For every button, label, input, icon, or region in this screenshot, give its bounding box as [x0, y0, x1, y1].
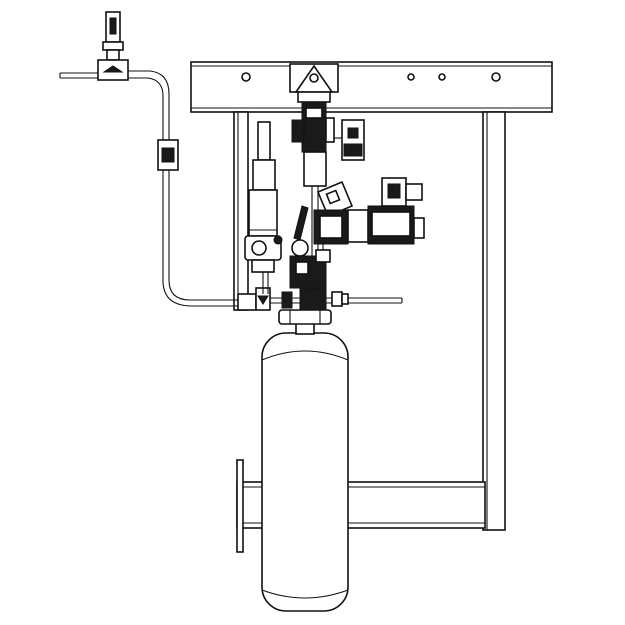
bottom-manifold [255, 287, 403, 311]
supply-line [59, 11, 257, 311]
lever-handle [293, 205, 309, 241]
base-flange [236, 459, 244, 553]
check-valve-symbol [102, 65, 124, 73]
lower-valve-fitting [315, 249, 331, 263]
right-upright [482, 111, 506, 531]
manifold-fitting [341, 293, 349, 305]
gas-cylinder [261, 309, 349, 612]
manifold-nut [281, 291, 293, 309]
mounting-hole [407, 73, 415, 81]
cylinder-valve-block [299, 287, 327, 311]
manifold-fitting [331, 291, 343, 307]
gauge-window [109, 17, 117, 35]
mounting-hole [438, 73, 446, 81]
solenoid-head [381, 177, 407, 207]
solenoid-connector [405, 183, 423, 201]
upper-valve-detail [305, 107, 323, 119]
gauge-fitting [106, 49, 120, 61]
relief-valve-outlet [251, 259, 275, 273]
cylinder-collar [278, 309, 332, 325]
upper-valve-port [291, 119, 305, 143]
left-upright [233, 111, 249, 311]
top-crossbeam [190, 61, 553, 113]
line-fitting [237, 293, 257, 311]
relief-valve-knob [273, 235, 283, 245]
relief-valve-cap [257, 121, 271, 161]
mounting-hole [241, 72, 251, 82]
check-valve-symbol [257, 295, 269, 305]
gauge-fitting [102, 41, 124, 51]
upper-valve-port [325, 117, 335, 143]
relief-valve-port [251, 240, 267, 256]
cylinder-body [261, 332, 349, 612]
lower-valve-detail [295, 261, 309, 275]
actuator-terminal [343, 143, 363, 157]
union-nut [161, 147, 175, 163]
actuator-terminal [347, 127, 359, 139]
pipe-coupling [303, 151, 327, 187]
solenoid-connector [413, 217, 425, 239]
relief-valve-stack [244, 121, 283, 294]
bracket-bolt [309, 73, 319, 83]
solenoid-adapter [347, 209, 369, 243]
central-valve-column [289, 63, 425, 290]
mid-valve-detail [319, 215, 343, 239]
relief-valve-body [248, 189, 278, 237]
mounting-hole [491, 72, 501, 82]
lever-pivot [291, 239, 309, 257]
relief-valve-spring-housing [252, 159, 276, 191]
bracket-clamp [297, 91, 331, 103]
solenoid-head-core [387, 183, 401, 199]
solenoid-coil-label-plate [371, 211, 411, 237]
pressure-switch-window [325, 189, 341, 205]
